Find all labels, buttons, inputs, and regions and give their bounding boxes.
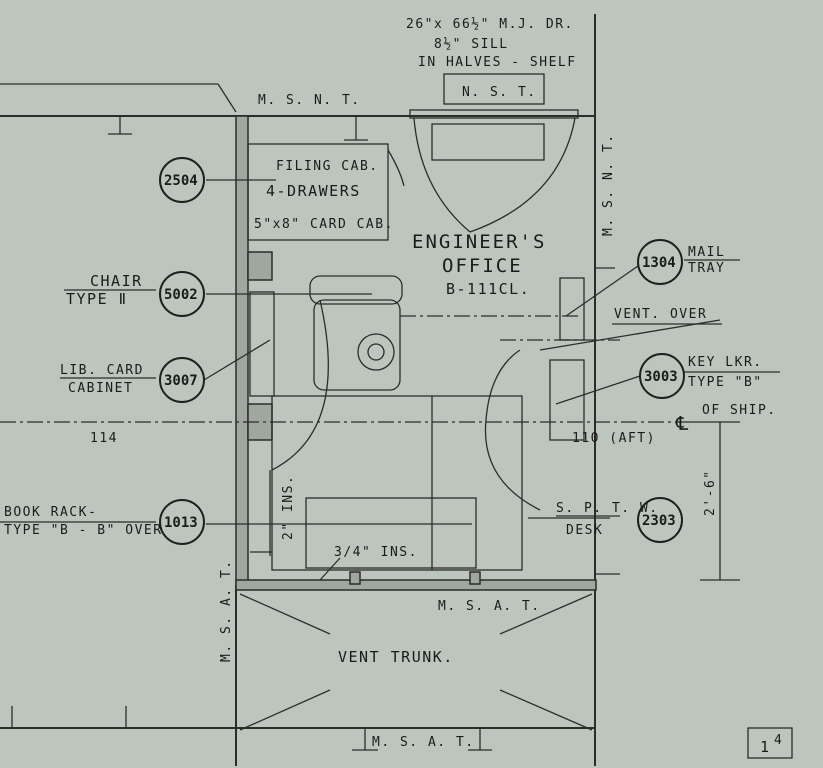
key-locker-line1: KEY LKR. [688, 355, 763, 370]
room-title-line1: ENGINEER'S [412, 231, 546, 253]
chair-label-line1: CHAIR [90, 272, 143, 290]
desk-label-line2: DESK [566, 523, 603, 538]
callout-5002: 5002 [164, 287, 198, 303]
desk [271, 395, 523, 571]
door-leaf [431, 123, 545, 161]
msnt-top-label: M. S. N. T. [258, 93, 361, 108]
vent-trunk-diag-3 [239, 689, 331, 731]
filing-label-line1: FILING CAB. [276, 159, 379, 174]
callout-bubble-2504 [159, 157, 205, 203]
insulated-wall-bottom [235, 579, 597, 591]
lib-label-line1: LIB. CARD [60, 363, 144, 378]
callout-2303: 2303 [642, 513, 676, 529]
book-label-line1: BOOK RACK- [4, 505, 97, 520]
door-sill [409, 109, 579, 119]
door-spec-line1: 26"x 66½" M.J. DR. [406, 17, 574, 32]
sheet-number-box [747, 727, 793, 759]
door-swing-right [469, 117, 576, 233]
chair-back [309, 275, 403, 305]
callout-bubble-5002 [159, 271, 205, 317]
callout-bubble-1304 [637, 239, 683, 285]
wall-stud-1 [349, 571, 361, 585]
door-spec-line2: 8½" SILL [434, 37, 509, 52]
desk-label-line1: S. P. T. W. [556, 501, 659, 516]
desk-swing-left [271, 299, 329, 471]
tray-label: TRAY [688, 261, 725, 276]
msat-left-label: M. S. A. T. [219, 559, 234, 662]
lib-card-cabinet [249, 291, 275, 397]
vent-over-label: VENT. OVER [614, 307, 707, 322]
callout-bubble-3007 [159, 357, 205, 403]
room-title-line2: OFFICE [442, 255, 523, 277]
filing-label-line2: 4-DRAWERS [266, 182, 361, 200]
insulated-wall-left [235, 115, 249, 587]
room-title-line3: B-111CL. [446, 280, 530, 298]
leader-msnt-tip [217, 83, 237, 113]
book-label-line2: TYPE "B - B" OVER [4, 523, 163, 538]
frame-110-aft-label: 110 (AFT) [572, 431, 656, 446]
vent-trunk-diag-1 [239, 593, 331, 635]
callout-1013: 1013 [164, 515, 198, 531]
msat-mid-label: M. S. A. T. [438, 599, 541, 614]
mail-tray [559, 277, 585, 341]
sheet-number-sup: 4 [774, 733, 783, 748]
leader-34ins [319, 557, 341, 581]
dim-2ins-label: 2" INS. [281, 475, 296, 540]
desk-drawer [305, 497, 477, 569]
filing-label-line3: 5"x8" CARD CAB. [254, 217, 394, 232]
filing-cabinet [247, 143, 389, 241]
door-spec-line3: IN HALVES - SHELF [418, 55, 577, 70]
desk-swing-right [484, 349, 541, 511]
of-ship-label: OF SHIP. [702, 403, 777, 418]
leader-3003 [555, 375, 641, 405]
chair-swivel [357, 333, 395, 371]
sheet-number: 1 [760, 738, 771, 756]
vent-trunk-diag-4 [499, 689, 593, 731]
chair-swivel-inner [367, 343, 385, 361]
leader-3007 [203, 339, 271, 381]
callout-bubble-3003 [639, 353, 685, 399]
dimension-2ft6-label: 2'-6" [703, 469, 718, 516]
mail-label: MAIL [688, 245, 725, 260]
nst-shelf [443, 73, 545, 105]
callout-bubble-1013 [159, 499, 205, 545]
leader-1304 [565, 265, 639, 317]
centerline-symbol: ℄ [675, 413, 690, 435]
callout-1304: 1304 [642, 255, 676, 271]
door-swing-left [413, 117, 471, 233]
leader-vent [539, 319, 721, 351]
msnt-right-label: M. S. N. T. [601, 133, 616, 236]
callout-3003: 3003 [644, 369, 678, 385]
filing-door-swing [387, 149, 405, 187]
vent-trunk-label: VENT TRUNK. [338, 648, 454, 666]
callout-bubble-2303 [637, 497, 683, 543]
wall-stud-2 [469, 571, 481, 585]
vent-trunk-diag-2 [499, 593, 593, 635]
dim-34ins-label: 3/4" INS. [334, 545, 418, 560]
chair-label-line2: TYPE Ⅱ [66, 290, 128, 308]
chair-seat [313, 299, 401, 391]
key-locker-line2: TYPE "B" [688, 375, 763, 390]
callout-2504: 2504 [164, 173, 198, 189]
nst-label: N. S. T. [462, 85, 537, 100]
key-locker [549, 359, 585, 441]
wall-jog-upper [247, 251, 273, 281]
msat-bottom-label: M. S. A. T. [372, 735, 475, 750]
callout-3007: 3007 [164, 373, 198, 389]
lib-label-line2: CABINET [68, 381, 133, 396]
frame-114-label: 114 [90, 431, 118, 446]
